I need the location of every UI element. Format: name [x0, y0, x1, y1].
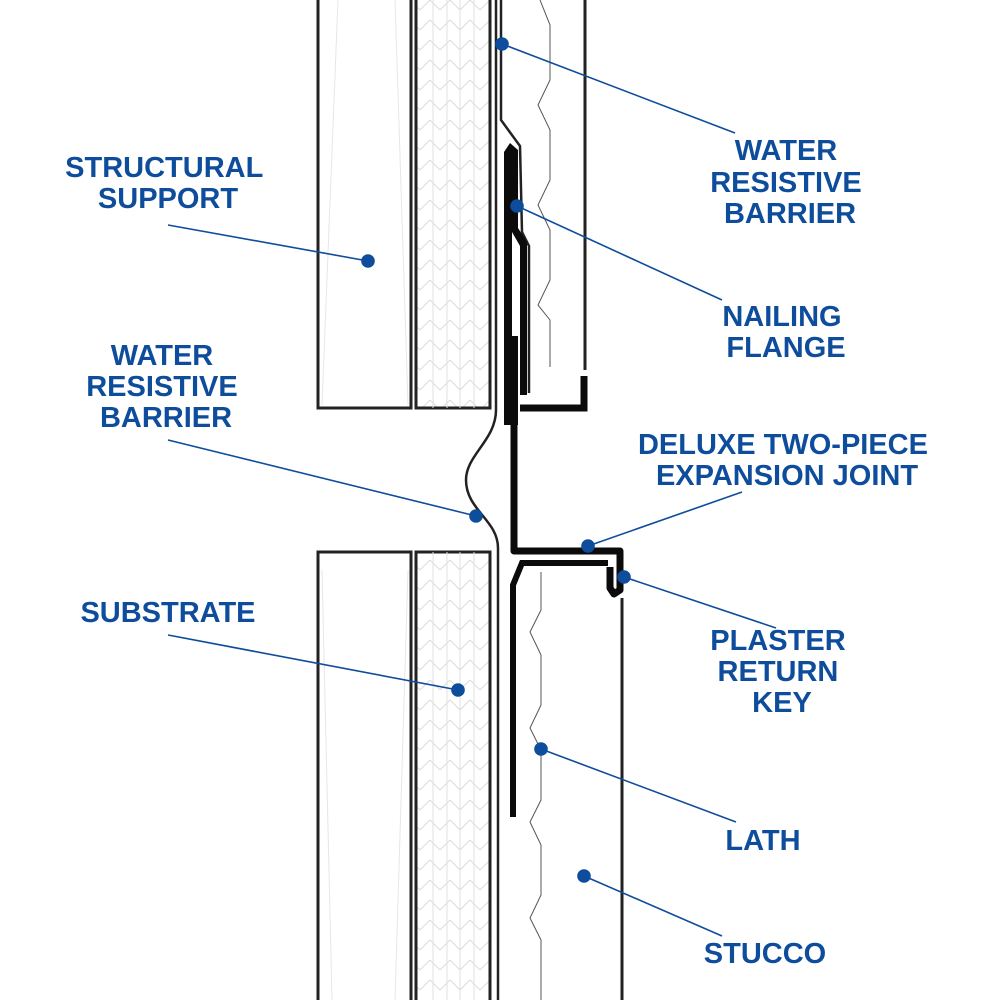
- upper-structural-support: [316, 0, 413, 410]
- leader-plaster-return-key: [617, 570, 777, 629]
- water-resistive-barrier-upper: [499, 0, 531, 393]
- upper-casing-bead: [520, 376, 588, 412]
- label-structural-support: STRUCTURAL SUPPORT: [65, 152, 271, 215]
- leader-expansion-joint: [581, 491, 743, 553]
- leader-wrb-left: [167, 439, 483, 523]
- label-stucco: STUCCO: [704, 938, 826, 970]
- label-expansion-joint: DELUXE TWO-PIECE EXPANSION JOINT: [638, 429, 936, 492]
- label-lath: LATH: [725, 825, 800, 857]
- upper-substrate: [414, 0, 492, 410]
- lower-lath: [529, 572, 542, 1000]
- nailing-flange: [504, 143, 527, 425]
- expansion-joint-lower: [510, 560, 608, 817]
- upper-lath: [537, 0, 551, 367]
- label-wrb-right: WATER RESISTIVE BARRIER: [710, 135, 870, 230]
- label-wrb-left: WATER RESISTIVE BARRIER: [86, 340, 246, 434]
- label-plaster-return-key: PLASTER RETURN KEY: [710, 625, 853, 719]
- lower-structural-support: [316, 550, 413, 1000]
- leader-nailing-flange: [510, 199, 723, 301]
- leader-lath: [534, 742, 737, 823]
- leader-structural-support: [167, 224, 375, 268]
- expansion-joint-upper: [510, 405, 624, 598]
- water-resistive-barrier-main: [464, 0, 500, 1000]
- lower-substrate: [414, 550, 492, 1000]
- leader-stucco: [577, 869, 723, 937]
- leader-wrb-right: [495, 37, 736, 134]
- leader-substrate: [167, 634, 465, 697]
- label-substrate: SUBSTRATE: [80, 597, 255, 629]
- label-nailing-flange: NAILING FLANGE: [722, 301, 849, 364]
